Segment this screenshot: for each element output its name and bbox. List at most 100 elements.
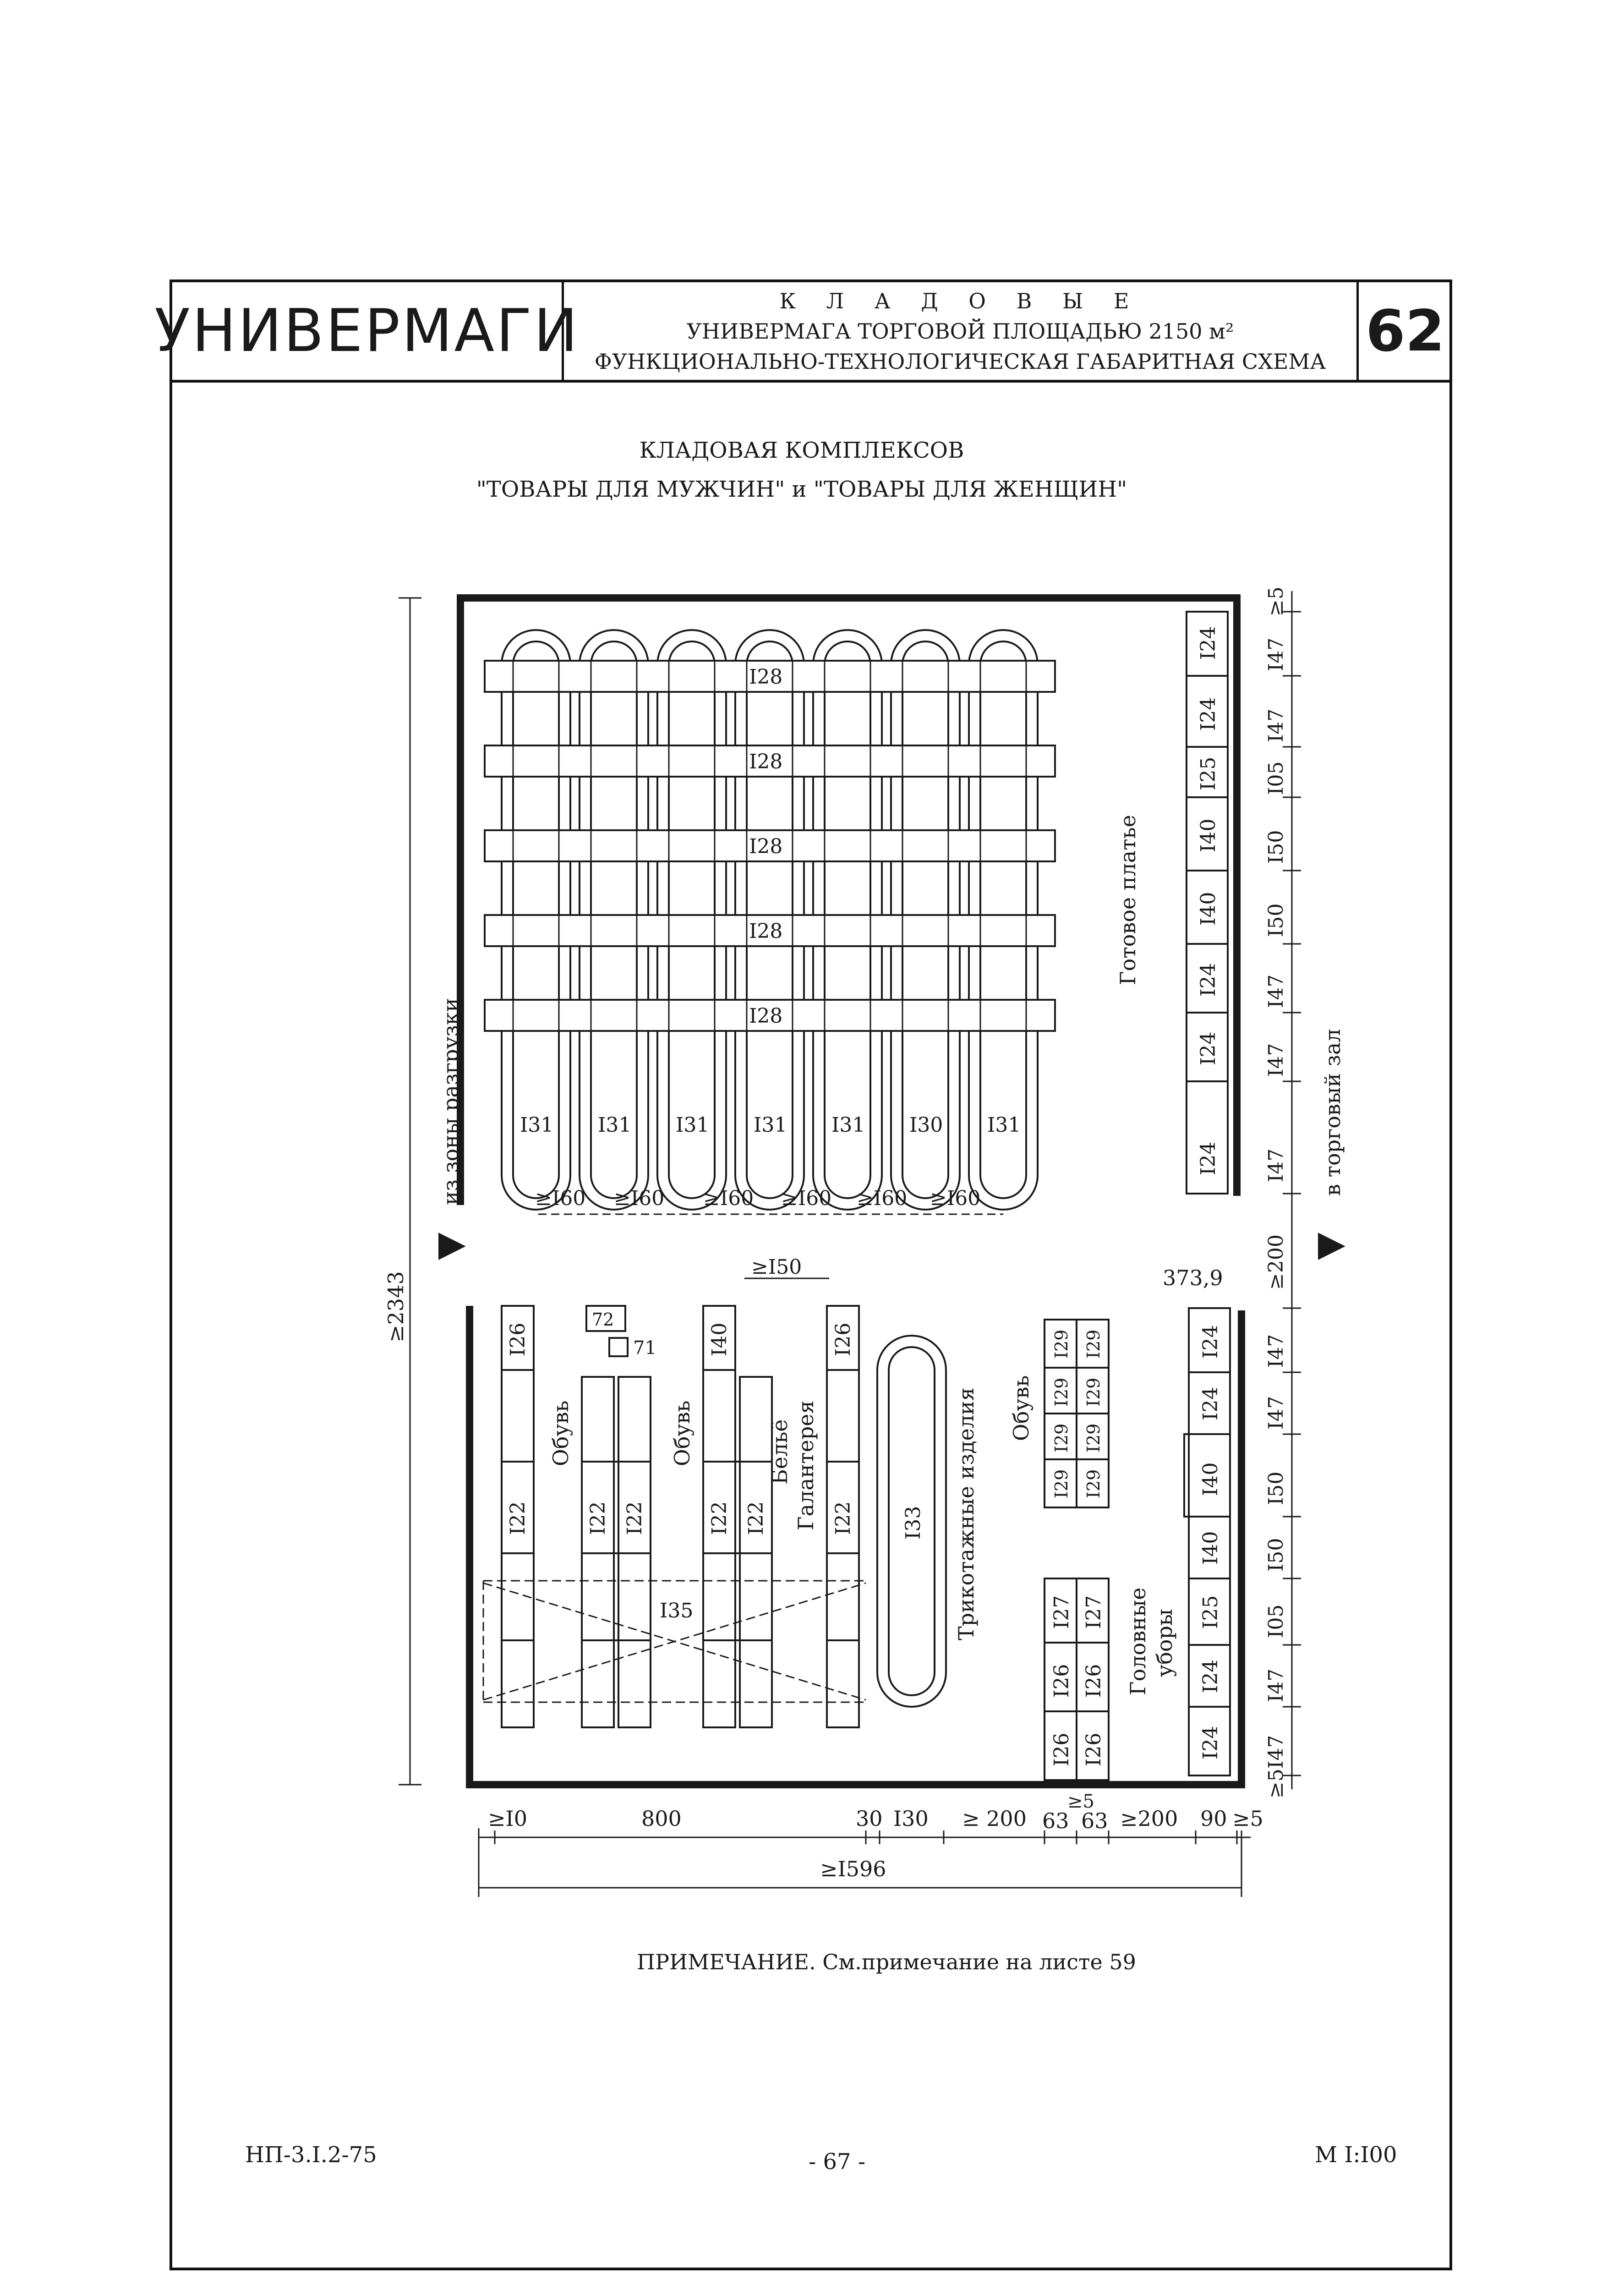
zone-label-footwear: Обувь xyxy=(670,1401,694,1466)
loop-label: I31 xyxy=(754,1113,787,1137)
rack-label: I27 xyxy=(1050,1595,1073,1629)
box-label: 71 xyxy=(633,1337,656,1359)
dim-label: ≥200 xyxy=(1120,1806,1178,1831)
rack-label: I26 xyxy=(1082,1664,1105,1698)
title-block xyxy=(170,279,1452,383)
rack-label: I27 xyxy=(1082,1595,1105,1629)
gap-dim: ≥I60 xyxy=(535,1187,585,1210)
shelf-unit xyxy=(739,1376,773,1728)
note: ПРИМЕЧАНИЕ. См.примечание на листе 59 xyxy=(637,1950,1136,1974)
shelf-unit xyxy=(826,1305,860,1728)
exit-label: в торговый зал xyxy=(1320,1029,1345,1196)
hanger-loop-labels: I31 I31 I31 I31 I31 I30 I31 xyxy=(520,1113,1021,1137)
shelf-row xyxy=(484,914,1056,947)
upper-gap-dims: ≥I60 ≥I60 ≥I60 ≥I60 ≥I60 ≥I60 xyxy=(535,1187,1003,1215)
rack-label: I22 xyxy=(506,1501,530,1535)
dim-label: I47 xyxy=(1264,1149,1288,1182)
dim-label: ≥I0 xyxy=(488,1806,527,1831)
dim-label: I05 xyxy=(1264,762,1288,795)
rack-label: I24 xyxy=(1199,1660,1222,1693)
gap-dim: ≥I60 xyxy=(781,1187,831,1210)
box-label: 72 xyxy=(592,1310,614,1330)
loop-label: I31 xyxy=(987,1113,1021,1137)
dim-label: I50 xyxy=(1264,830,1288,864)
dim-label: I50 xyxy=(1264,1538,1288,1572)
cross-conveyor xyxy=(482,1580,866,1703)
rack-label: I33 xyxy=(902,1506,925,1540)
gap-dim: ≥I60 xyxy=(930,1187,980,1210)
rack-label: I29 xyxy=(1051,1424,1072,1452)
dim-label: I47 xyxy=(1264,709,1288,742)
gap-dim: ≥I60 xyxy=(703,1187,754,1210)
rack-label: I29 xyxy=(1083,1469,1104,1498)
headwear-racks xyxy=(1044,1578,1110,1781)
series-logo: УНИВЕРМАГИ xyxy=(154,282,578,380)
rack-label: I24 xyxy=(1197,626,1220,660)
upper-right-rack-labels: I24 I24 I25 I40 I40 I24 I24 I24 xyxy=(1197,626,1220,1175)
dim-label: I47 xyxy=(1264,975,1288,1008)
rack-label: I25 xyxy=(1197,757,1220,790)
rack-label: I40 xyxy=(1199,1463,1222,1496)
lower-labels: I26 I22 I22 I22 I40 I22 I22 I26 I22 I35 … xyxy=(506,1310,1222,1766)
rack-label: I25 xyxy=(1199,1595,1222,1629)
shelf-row-label: I28 xyxy=(749,750,782,773)
loop-label: I30 xyxy=(909,1113,943,1137)
shelf-rows xyxy=(484,660,1056,1032)
rack-label: I40 xyxy=(1197,892,1220,926)
rack-label: I24 xyxy=(1197,1032,1220,1065)
upper-room xyxy=(457,594,1241,1205)
box-72 xyxy=(585,1305,626,1332)
dim-label: ≥5 xyxy=(1232,1806,1263,1831)
dim-label: I50 xyxy=(1264,904,1288,937)
shelf-unit xyxy=(501,1305,535,1728)
shelf-unit xyxy=(581,1376,615,1728)
rack-label: I29 xyxy=(1083,1378,1104,1407)
loop-label: I31 xyxy=(831,1113,865,1137)
zone-label-linen: Бельё xyxy=(767,1419,792,1485)
rack-label: I26 xyxy=(831,1323,855,1356)
plan-title-line-1: КЛАДОВАЯ КОМПЛЕКСОВ xyxy=(639,438,964,463)
bottom-dimension-labels: ≥I0 800 30 I30 ≥ 200 63 63 ≥200 90 ≥5 ≥5… xyxy=(488,1791,1263,1881)
shelf-row xyxy=(484,999,1056,1032)
gap-dim: ≥I60 xyxy=(614,1187,664,1210)
dim-label: ≥5 xyxy=(1067,1791,1094,1812)
loop-label: I31 xyxy=(520,1113,553,1137)
sheet-frame xyxy=(170,279,1452,2270)
rack-label: I24 xyxy=(1197,963,1220,997)
shelf-row-label: I28 xyxy=(749,835,782,858)
dim-label: ≥ 200 xyxy=(962,1806,1027,1831)
sheet-number: 62 xyxy=(1356,282,1452,380)
dim-label: ≥5 xyxy=(1264,1769,1288,1798)
shelf-row-dividers xyxy=(512,661,1027,1031)
dim-373: 373,9 xyxy=(1163,1266,1223,1290)
dim-label: 63 xyxy=(1081,1808,1108,1833)
dim-label: I47 xyxy=(1264,1396,1288,1430)
rack-label: I22 xyxy=(586,1501,610,1535)
entry-arrow-icon xyxy=(438,1233,466,1260)
zone-label-haberdashery: Галантерея xyxy=(793,1400,818,1530)
rack-label: I29 xyxy=(1051,1469,1072,1498)
rack-label: I29 xyxy=(1083,1330,1104,1359)
title-line-3: ФУНКЦИОНАЛЬНО-ТЕХНОЛОГИЧЕСКАЯ ГАБАРИТНАЯ… xyxy=(594,349,1326,374)
rack-label: I24 xyxy=(1199,1387,1222,1420)
dim-label: ≥200 xyxy=(1264,1234,1288,1290)
lower-zone-labels: Обувь Обувь Бельё Галантерея Трикотажные… xyxy=(548,1375,1177,1695)
total-height-dim: ≥2343 xyxy=(383,1271,408,1343)
rack-label: I24 xyxy=(1199,1325,1222,1359)
dim-label: 63 xyxy=(1042,1808,1069,1833)
shelf-unit xyxy=(618,1376,651,1728)
rack-label: I29 xyxy=(1051,1378,1072,1407)
title-line-2: УНИВЕРМАГА ТОРГОВОЙ ПЛОЩАДЬЮ 2150 м² xyxy=(686,318,1234,344)
plan-title-line-2: "ТОВАРЫ ДЛЯ МУЖЧИН" и "ТОВАРЫ ДЛЯ ЖЕНЩИН… xyxy=(476,477,1127,502)
rack-label: I26 xyxy=(1082,1733,1105,1766)
document-code: НП-3.I.2-75 xyxy=(245,2142,377,2168)
upper-right-racks xyxy=(1186,611,1229,1195)
gap-dim-150: ≥I50 xyxy=(751,1255,802,1279)
right-dimension xyxy=(1283,591,1301,1789)
dim-label: 800 xyxy=(641,1806,682,1831)
dim-label: I47 xyxy=(1264,1043,1288,1077)
loop-label: I31 xyxy=(676,1113,709,1137)
rack-label: I29 xyxy=(1083,1424,1104,1452)
sheet-title: К Л А Д О В Ы Е УНИВЕРМАГА ТОРГОВОЙ ПЛОЩ… xyxy=(564,282,1356,380)
